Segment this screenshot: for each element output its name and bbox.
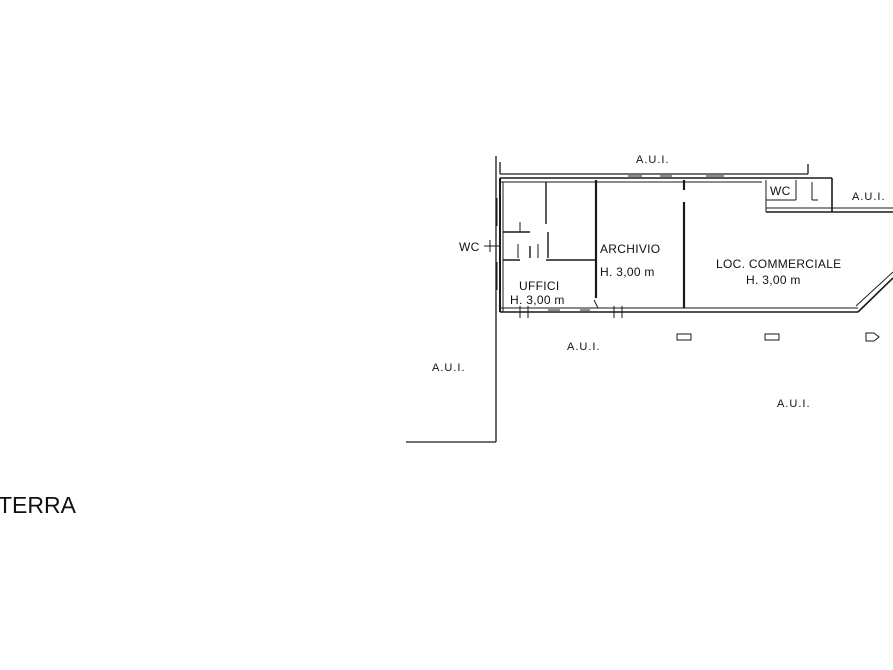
site-symbols <box>676 332 880 342</box>
room-label-commerciale: LOC. COMMERCIALE <box>716 257 842 271</box>
door-ticks <box>519 306 623 318</box>
neighbor-label-bottom-right: A.U.I. <box>777 398 811 410</box>
neighbor-label-left: A.U.I. <box>432 362 466 374</box>
wc-left-marker <box>484 240 500 252</box>
interior-walls <box>503 180 818 309</box>
neighbor-label-bottom-center: A.U.I. <box>567 341 601 353</box>
room-height-commerciale: H. 3,00 m <box>746 273 801 287</box>
boundary-walls <box>406 156 809 443</box>
room-height-uffici: H. 3,00 m <box>510 293 565 307</box>
room-label-wc-right: WC <box>770 184 791 198</box>
neighbor-label-top: A.U.I. <box>636 154 670 166</box>
neighbor-label-right: A.U.I. <box>852 191 886 203</box>
building-walls <box>499 177 893 313</box>
room-label-wc-left: WC <box>459 240 480 254</box>
level-label: TERRA <box>0 492 77 518</box>
room-label-archivio: ARCHIVIO <box>600 242 660 256</box>
room-height-archivio: H. 3,00 m <box>600 265 655 279</box>
room-label-uffici: UFFICI <box>519 279 559 293</box>
